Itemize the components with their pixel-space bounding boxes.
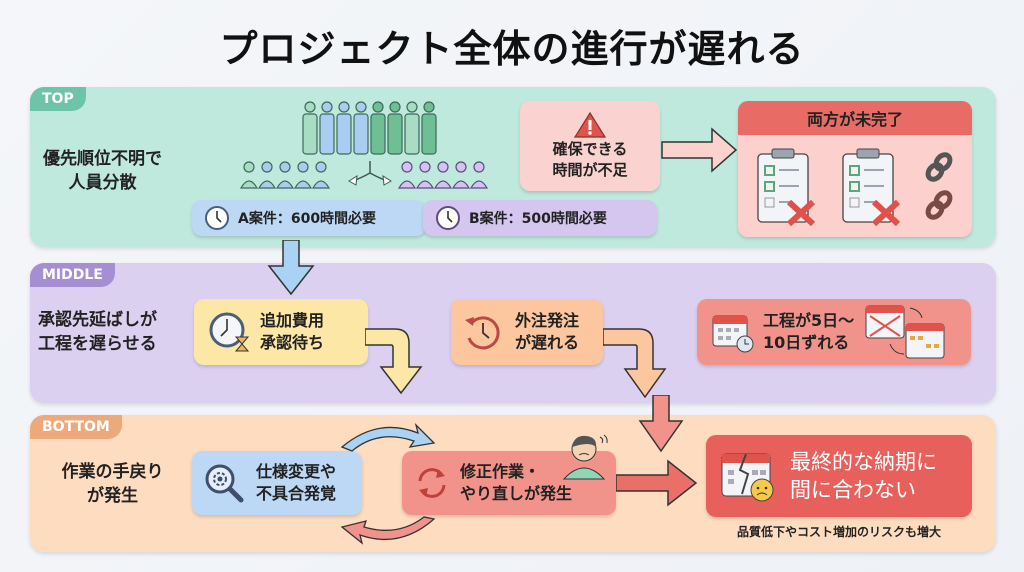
clock-icon <box>204 205 230 231</box>
bottom-section: BOTTOM 作業の手戻り が発生 仕様変更や 不具合発覚 修正作業・ やり直し… <box>30 415 996 552</box>
bottom-label-line2: が発生 <box>87 486 138 506</box>
risk-note: 品質低下やコスト増加のリスクも増大 <box>736 525 941 539</box>
magnifier-gear-icon <box>204 463 244 503</box>
bent-arrow-down-icon <box>365 325 445 397</box>
cycle-arrow-bottom-icon <box>338 515 438 551</box>
missed-deadline-box: 最終的な納期に 間に合わない <box>706 435 972 517</box>
clipboard-failed-icon <box>840 146 902 226</box>
warning-icon <box>573 111 607 139</box>
clipboard-failed-icon <box>755 146 817 226</box>
approval-line1: 追加費用 <box>260 311 325 330</box>
spec-line2: 不具合発覚 <box>256 484 337 503</box>
arrow-down-icon <box>266 240 316 296</box>
outsource-line2: が遅れる <box>515 333 580 352</box>
top-section-label: 優先順位不明で 人員分散 <box>30 147 175 195</box>
refresh-cycle-icon <box>414 465 450 501</box>
worried-person-icon <box>560 431 616 481</box>
cycle-arrow-top-icon <box>338 417 438 453</box>
approval-pending-box: 追加費用 承認待ち <box>194 299 368 365</box>
rework-line2: やり直しが発生 <box>460 484 573 503</box>
broken-calendar-sad-icon <box>720 448 776 504</box>
delay-line1: 工程が5日〜 <box>763 311 855 330</box>
shortage-line1: 確保できる <box>552 140 628 158</box>
middle-section-label: 承認先延ばしが 工程を遅らせる <box>38 308 186 356</box>
arrow-right-icon <box>616 457 700 509</box>
bottom-label-line1: 作業の手戻り <box>61 462 164 482</box>
both-incomplete-box: 両方が未完了 <box>738 101 972 237</box>
page-title: プロジェクト全体の進行が遅れる <box>219 27 805 71</box>
shortage-line2: 時間が不足 <box>552 161 628 179</box>
middle-label-line2: 工程を遅らせる <box>38 334 157 354</box>
spec-line1: 仕様変更や <box>256 462 337 481</box>
clock-hourglass-icon <box>208 311 250 353</box>
arrow-down-icon <box>638 395 684 453</box>
bottom-tag: BOTTOM <box>30 415 122 439</box>
rework-line1: 修正作業・ <box>460 462 541 481</box>
project-a-badge: A案件：600時間必要 <box>192 200 426 236</box>
middle-tag: MIDDLE <box>30 263 115 287</box>
top-section: TOP 優先順位不明で 人員分散 <box>30 87 996 247</box>
middle-section: MIDDLE 承認先延ばしが 工程を遅らせる 追加費用 承認待ち 外注発注 が遅… <box>30 263 996 403</box>
people-group-icon <box>300 101 440 161</box>
broken-link-icon <box>925 148 955 224</box>
rework-box: 修正作業・ やり直しが発生 <box>402 451 616 515</box>
history-clock-icon <box>463 312 503 352</box>
clock-icon <box>435 205 461 231</box>
calendar-reschedule-icon <box>864 302 948 362</box>
calendar-clock-icon <box>711 310 755 354</box>
team-a-icon <box>240 161 335 189</box>
project-b-badge: B案件：500時間必要 <box>423 200 657 236</box>
top-label-line2: 人員分散 <box>68 173 137 193</box>
schedule-slip-box: 工程が5日〜 10日ずれる <box>697 299 971 365</box>
top-tag: TOP <box>30 87 86 111</box>
approval-line2: 承認待ち <box>260 333 325 352</box>
time-shortage-box: 確保できる 時間が不足 <box>520 101 660 191</box>
project-a-text: A案件：600時間必要 <box>238 211 377 227</box>
split-arrow-icon <box>345 159 395 189</box>
middle-label-line1: 承認先延ばしが <box>38 310 157 330</box>
bent-arrow-down-icon <box>603 325 683 400</box>
deadline-line2: 間に合わない <box>790 478 916 502</box>
deadline-line1: 最終的な納期に <box>790 450 937 474</box>
spec-change-box: 仕様変更や 不具合発覚 <box>192 451 362 515</box>
delay-line2: 10日ずれる <box>763 333 850 352</box>
top-label-line1: 優先順位不明で <box>43 149 162 169</box>
outsource-line1: 外注発注 <box>515 311 580 330</box>
bottom-section-label: 作業の手戻り が発生 <box>40 460 185 508</box>
both-incomplete-header: 両方が未完了 <box>738 101 972 135</box>
outsourcing-delayed-box: 外注発注 が遅れる <box>451 299 603 365</box>
project-b-text: B案件：500時間必要 <box>469 211 607 227</box>
arrow-right-icon <box>660 125 740 175</box>
team-b-icon <box>398 161 493 189</box>
